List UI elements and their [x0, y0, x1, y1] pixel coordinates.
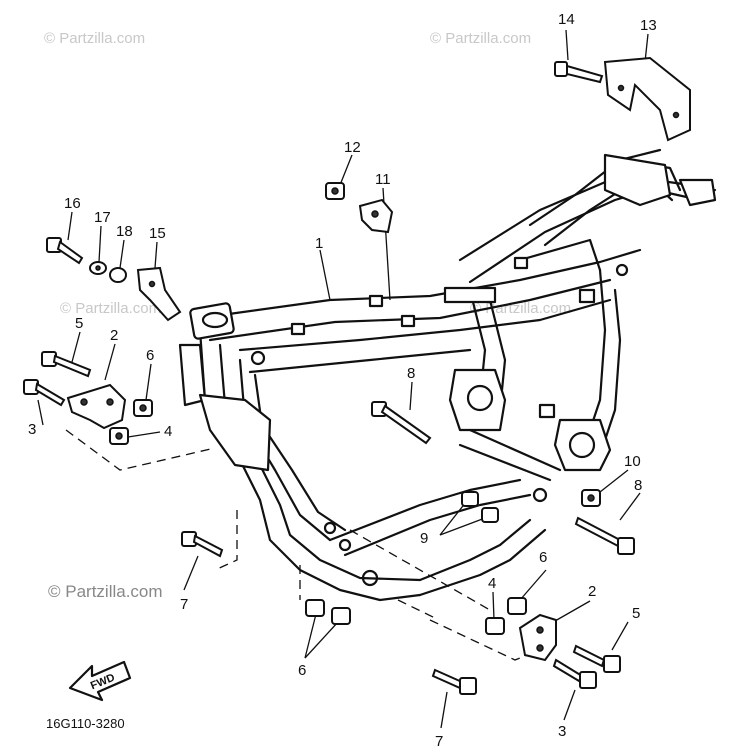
callout-2-left: 2 [110, 327, 118, 344]
part-7-bolt-lower [431, 668, 477, 695]
callout-3-right: 3 [558, 723, 566, 740]
callout-10: 10 [624, 453, 641, 470]
callout-numbers: 14 13 12 11 16 17 18 15 5 2 6 3 4 8 10 8… [28, 11, 657, 750]
callout-9: 9 [420, 530, 428, 547]
callout-6-left: 6 [146, 347, 154, 364]
part-7-bolt-left [181, 531, 224, 558]
callout-4-lower: 4 [488, 575, 496, 592]
leader-lines [37, 29, 649, 729]
part-13-rear-bracket [603, 56, 691, 142]
callout-5-left: 5 [75, 315, 83, 332]
part-6-nuts-lower [305, 599, 351, 625]
part-6-nut-right [507, 597, 527, 615]
part-18-washer [109, 267, 127, 283]
part-10-nut [581, 489, 601, 507]
part-8-bolt-upper [371, 401, 432, 445]
watermark: © Partzilla.com [470, 300, 572, 317]
callout-12: 12 [344, 139, 361, 156]
callout-15: 15 [149, 225, 166, 242]
watermark: © Partzilla.com [44, 30, 146, 47]
watermark: © Partzilla.com [48, 582, 163, 601]
part-16-bolt [46, 237, 84, 265]
part-8-bolt-right [574, 516, 635, 555]
part-15-bracket [136, 266, 182, 322]
callout-8-upper: 8 [407, 365, 415, 382]
part-3-bolt-right [552, 658, 597, 689]
watermark: © Partzilla.com [430, 30, 532, 47]
callout-5-right: 5 [632, 605, 640, 622]
callout-4-left: 4 [164, 423, 172, 440]
part-5-bolt-right [572, 644, 621, 673]
callout-16: 16 [64, 195, 81, 212]
callout-3-left: 3 [28, 421, 36, 438]
part-14-bolt [554, 61, 604, 84]
part-12-nut [325, 182, 345, 200]
callout-6-right: 6 [539, 549, 547, 566]
callout-7-left: 7 [180, 596, 188, 613]
callout-13: 13 [640, 17, 657, 34]
motorcycle-frame [178, 148, 717, 602]
part-4-nut-lower [485, 617, 505, 635]
callout-6-lower: 6 [298, 662, 306, 679]
callout-2-right: 2 [588, 583, 596, 600]
part-2-bracket-left [66, 383, 127, 430]
part-3-bolt-left [23, 379, 66, 407]
callout-7-lower: 7 [435, 733, 443, 750]
callout-14: 14 [558, 11, 575, 28]
watermark: © Partzilla.com [60, 300, 162, 317]
part-2-bracket-right [518, 613, 557, 662]
callout-8-right: 8 [634, 477, 642, 494]
forward-arrow-icon: FWD [68, 660, 132, 702]
callout-1: 1 [315, 235, 323, 252]
part-11-bracket [358, 198, 394, 234]
diagram-code: 16G110-3280 [46, 716, 125, 731]
part-17-washer [89, 261, 107, 275]
part-5-bolt-left [41, 351, 92, 378]
callout-17: 17 [94, 209, 111, 226]
callout-11: 11 [375, 171, 391, 188]
part-4-nut-left [109, 427, 129, 445]
part-6-nut-left [133, 399, 153, 417]
callout-18: 18 [116, 223, 133, 240]
part-9-nuts [461, 491, 499, 523]
